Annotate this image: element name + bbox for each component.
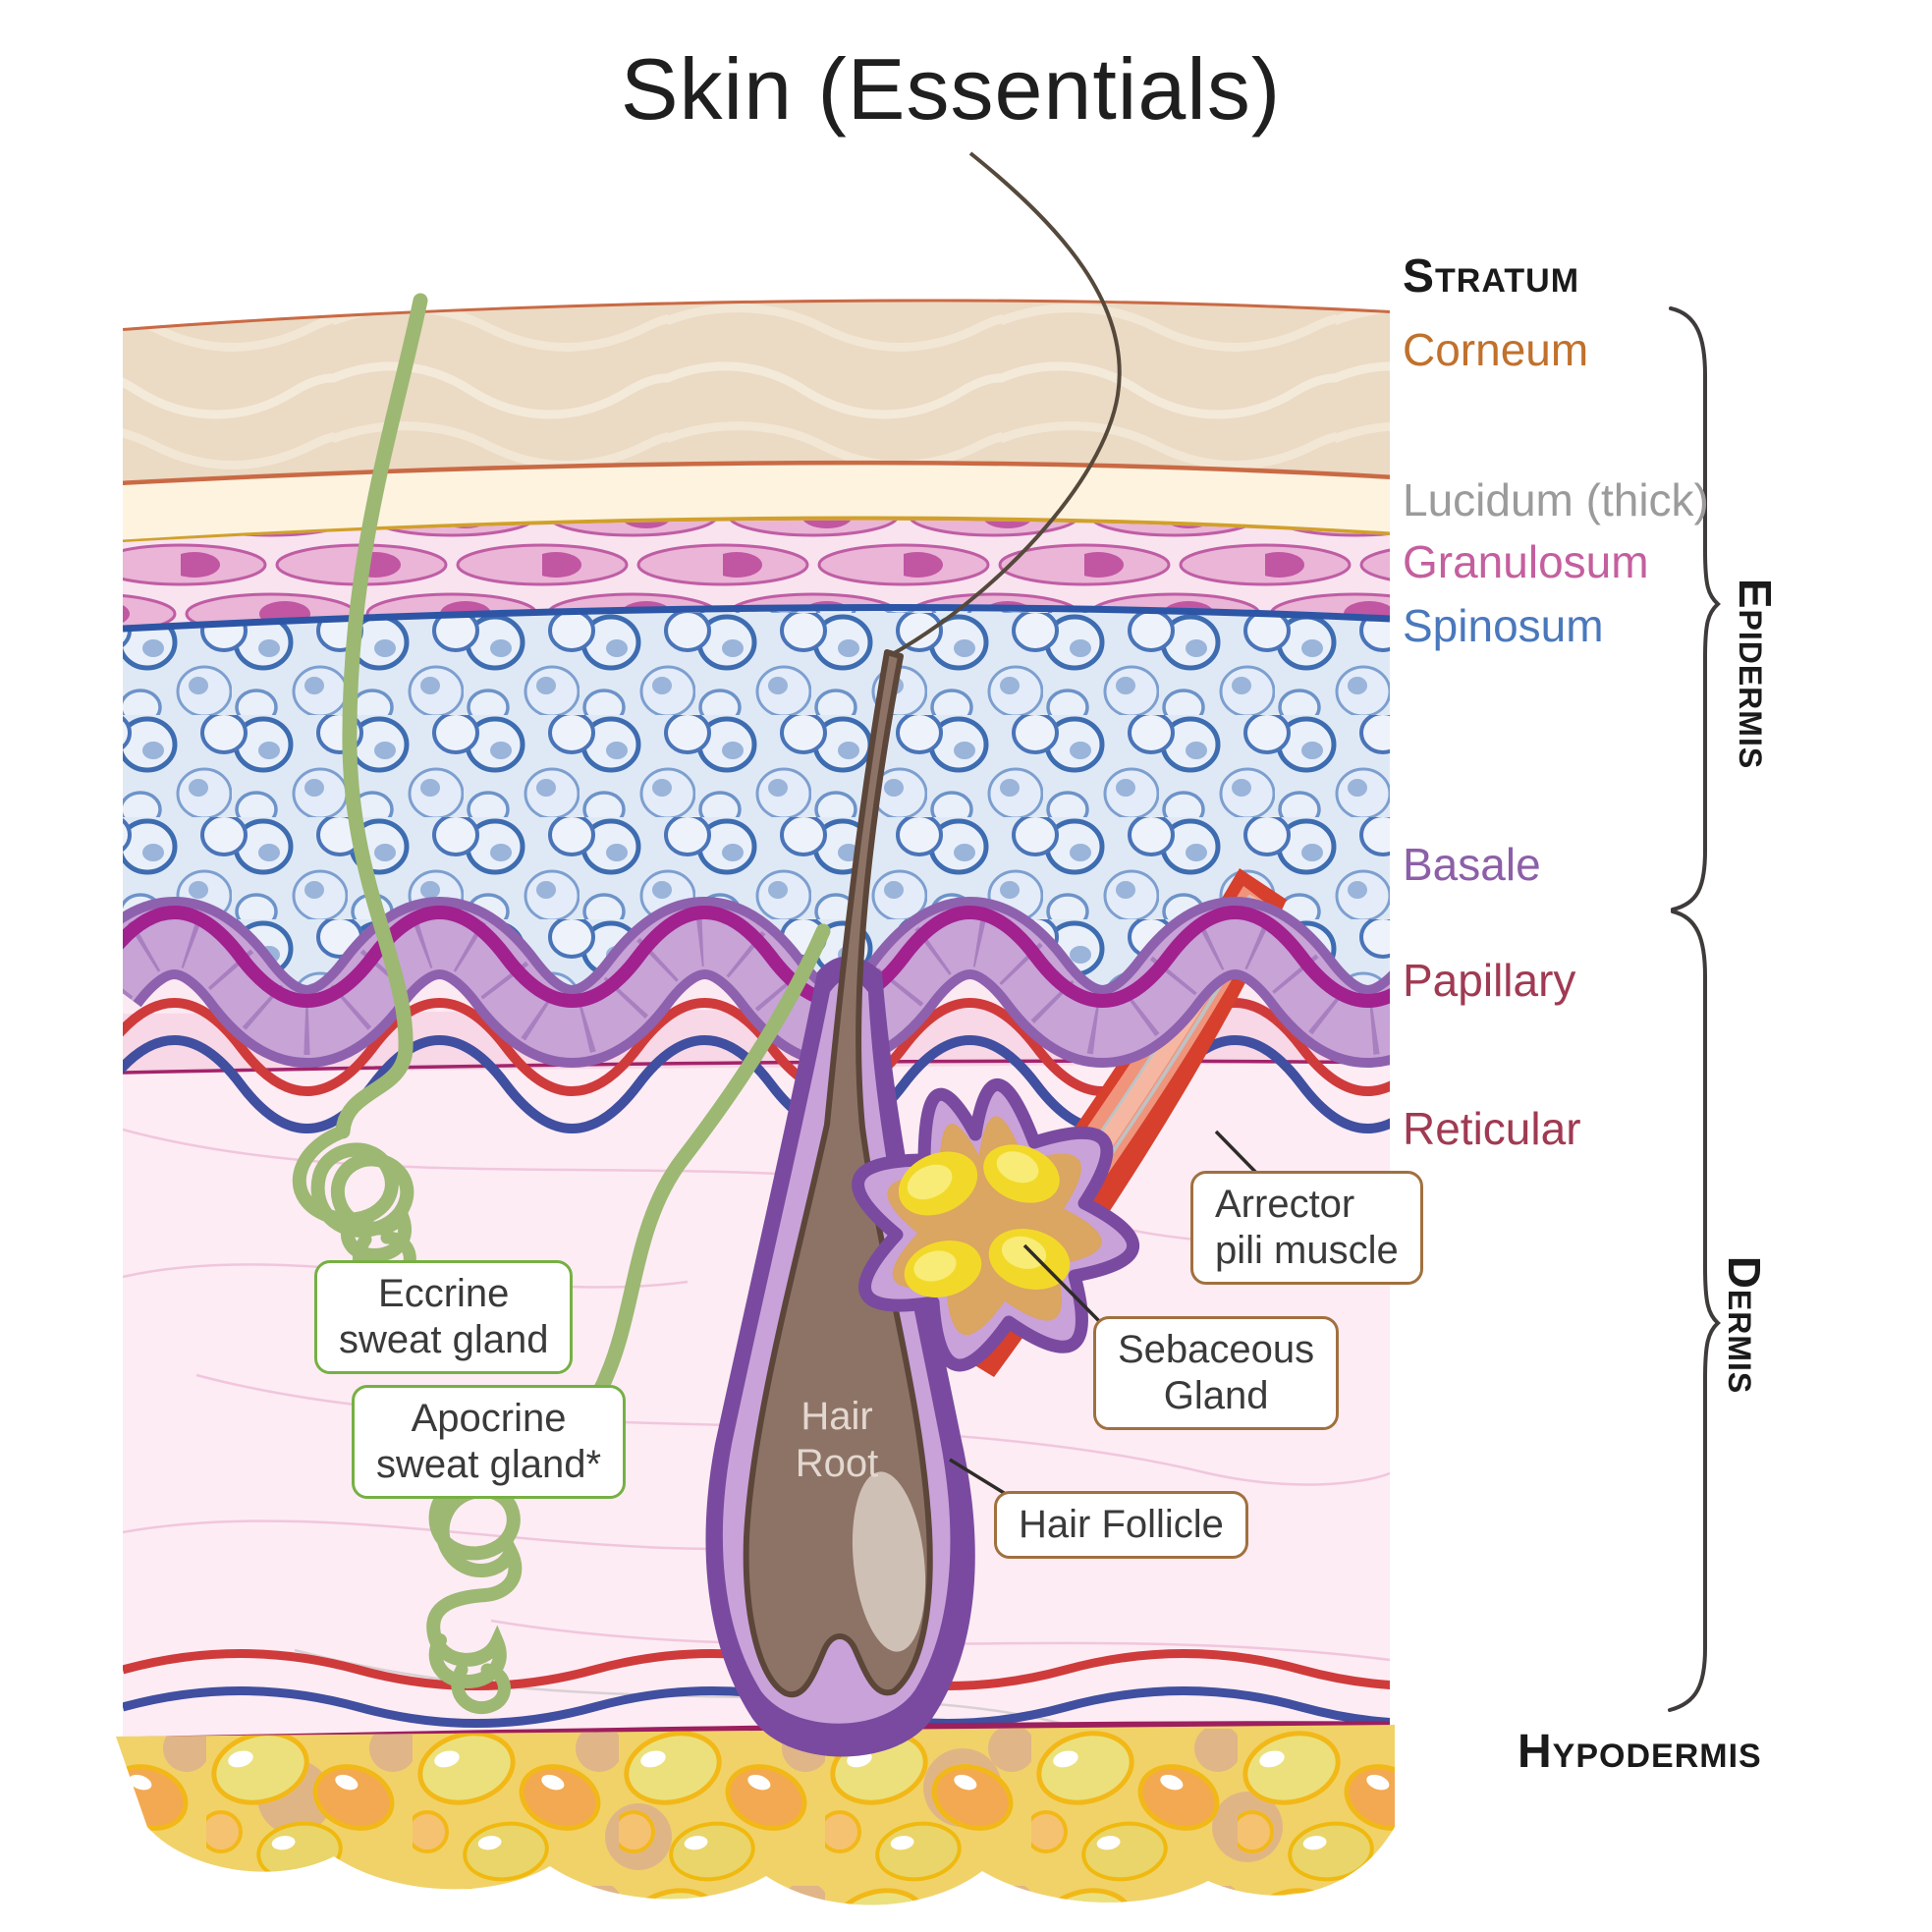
sebaceous-connector-line: [1022, 1243, 1102, 1324]
sebum-droplets: [898, 1144, 1071, 1297]
hypodermis-label: Hypodermis: [1518, 1726, 1762, 1778]
stratum-granulosum-layer: [123, 520, 1390, 629]
hair-root-sheen: [852, 1471, 926, 1652]
layer-label-basale: Basale: [1403, 839, 1541, 890]
hair-follicle-shape: [705, 649, 975, 1757]
page-title: Skin (Essentials): [620, 40, 1282, 138]
stratum-corneum-layer: [123, 299, 1390, 496]
hypodermis-fat-layer: [116, 1725, 1395, 1905]
layer-label-papillary: Papillary: [1403, 955, 1576, 1006]
eccrine-sweat-gland-callout: Eccrine sweat gland: [314, 1260, 574, 1375]
arrector-connector-line: [1214, 1130, 1262, 1179]
layer-label-reticular: Reticular: [1403, 1103, 1581, 1154]
apocrine-sweat-gland-callout: Apocrine sweat gland*: [352, 1385, 627, 1500]
arrector-pili-muscle-callout: Arrector pili muscle: [1190, 1171, 1423, 1286]
layer-label-granulosum: Granulosum: [1403, 536, 1649, 587]
stratum-header-label: Stratum: [1403, 250, 1580, 303]
hair-root-label: Hair Root: [795, 1395, 879, 1485]
layer-label-spinosum: Spinosum: [1403, 600, 1604, 651]
hair-follicle-callout: Hair Follicle: [994, 1491, 1248, 1560]
layer-label-lucidum: Lucidum (thick): [1403, 474, 1709, 525]
callout-connector-lines: [949, 1130, 1262, 1498]
layer-label-corneum: Corneum: [1403, 324, 1589, 375]
epidermis-label: Epidermis: [1730, 578, 1781, 770]
epidermis-brace: [1669, 306, 1721, 911]
hair-shaft: [888, 151, 1122, 658]
dermis-brace: [1668, 910, 1721, 1712]
dermis-label: Dermis: [1719, 1255, 1770, 1395]
sebaceous-gland-callout: Sebaceous Gland: [1093, 1316, 1340, 1431]
hair-root-shape: [743, 649, 933, 1698]
hair-follicle-connector-line: [949, 1458, 1010, 1498]
sebaceous-gland-shape: [858, 1084, 1133, 1365]
